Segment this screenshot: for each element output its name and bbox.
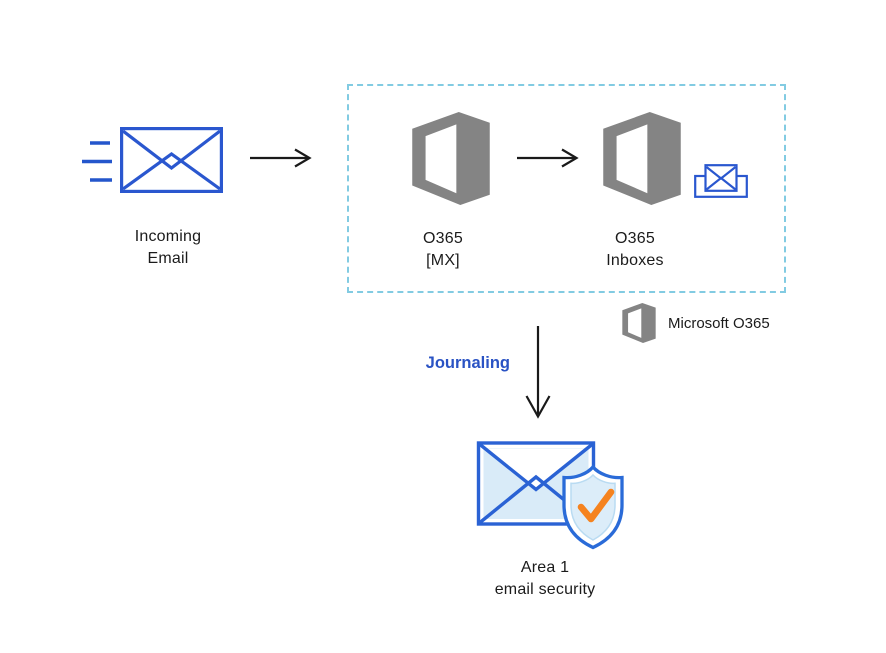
incoming-email-label-line1: Incoming (134, 228, 202, 245)
inbox-tray-icon (694, 164, 748, 198)
area1-label-line1: Area 1 (520, 559, 570, 576)
speed-lines-icon (82, 141, 112, 182)
arrow-right-icon (250, 148, 312, 168)
office365-inboxes-icon (603, 112, 681, 205)
area1-security-icon (476, 441, 624, 550)
incoming-email-label-line2: Email (147, 250, 189, 267)
legend-label: Microsoft O365 (668, 315, 770, 332)
office365-mx-icon (412, 112, 490, 205)
office365-legend-icon (622, 303, 656, 343)
incoming-email-icon (82, 126, 224, 193)
journaling-label: Journaling (425, 354, 510, 372)
area1-label: Area 1 email security (465, 557, 625, 601)
o365-mx-label: O365 [MX] (383, 228, 503, 272)
arrow-down-icon (525, 326, 551, 419)
shield-check-icon (562, 464, 624, 550)
area1-label-line2: email security (494, 581, 596, 598)
o365-boundary-box (347, 84, 786, 293)
o365-inboxes-label: O365 Inboxes (575, 228, 695, 272)
o365-inboxes-label-line1: O365 (615, 230, 655, 247)
arrow-right-icon (517, 148, 579, 168)
incoming-email-label: Incoming Email (98, 226, 238, 270)
o365-mx-label-line1: O365 (423, 230, 463, 247)
envelope-icon (119, 126, 224, 193)
o365-mx-label-line2: [MX] (426, 252, 460, 269)
o365-inboxes-label-line2: Inboxes (606, 252, 664, 269)
